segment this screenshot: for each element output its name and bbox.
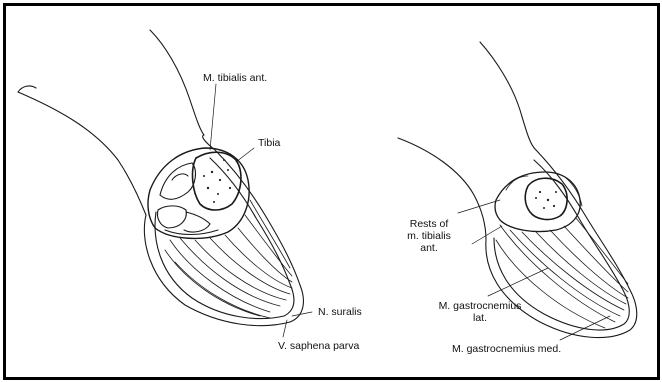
label-suralis: N. suralis	[318, 306, 362, 318]
label-gastrocnemius-lat: M. gastrocnemius lat.	[430, 300, 530, 324]
label-rests-line2: m. tibialis	[394, 230, 464, 242]
label-gastro-lat-line1: M. gastrocnemius	[430, 300, 530, 312]
left-stump-drawing	[18, 30, 312, 337]
right-stump-drawing	[398, 42, 637, 340]
label-gastro-lat-line2: lat.	[430, 312, 530, 324]
label-tibia: Tibia	[258, 137, 280, 149]
label-rests-tibialis: Rests of m. tibialis ant.	[394, 218, 464, 254]
label-tibialis-ant: M. tibialis ant.	[203, 72, 267, 84]
label-saphena-parva: V. saphena parva	[278, 340, 359, 352]
label-rests-line1: Rests of	[394, 218, 464, 230]
label-rests-line3: ant.	[394, 242, 464, 254]
label-gastrocnemius-med: M. gastrocnemius med.	[452, 343, 561, 355]
